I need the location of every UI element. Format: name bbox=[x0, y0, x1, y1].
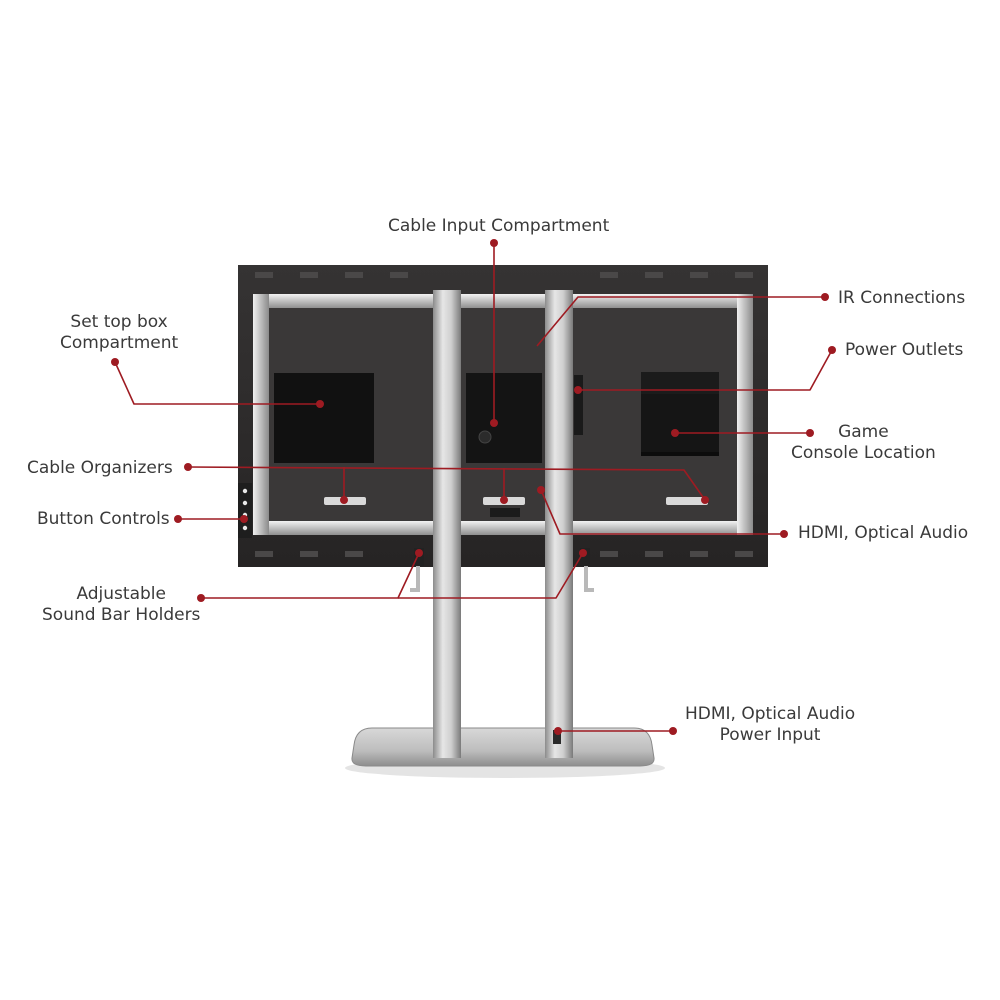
label-line: Console Location bbox=[791, 443, 936, 463]
dot-cable-organizer-left bbox=[340, 496, 348, 504]
cable-organizer-clip bbox=[666, 497, 708, 505]
frame-right-rail bbox=[737, 294, 753, 535]
sound-bar-holder-right-clamp bbox=[580, 548, 590, 566]
button-controls-strip bbox=[238, 483, 252, 538]
dot-power-outlets bbox=[574, 386, 582, 394]
dot-button-controls-label bbox=[174, 515, 182, 523]
dot-set-top-box bbox=[316, 400, 324, 408]
label-line: Game bbox=[838, 422, 889, 442]
dot-hdmi-optical-label bbox=[780, 530, 788, 538]
frame-bottom-rail bbox=[253, 521, 753, 535]
label-line: Adjustable bbox=[76, 584, 166, 604]
dot-cable-organizers-label bbox=[184, 463, 192, 471]
label-line: Set top box bbox=[70, 312, 168, 332]
label-line: Compartment bbox=[60, 333, 179, 353]
dot-cable-input-top bbox=[490, 239, 498, 247]
label-cable-organizers: Cable Organizers bbox=[27, 458, 173, 479]
cable-input-port bbox=[478, 430, 492, 444]
leader-hdmi-optical bbox=[540, 489, 784, 535]
panel-vent-slots bbox=[255, 272, 753, 557]
dot-button-controls bbox=[240, 515, 248, 523]
dot-game-console bbox=[671, 429, 679, 437]
dot-cable-organizer-mid bbox=[500, 496, 508, 504]
label-line: Cable Input Compartment bbox=[388, 216, 610, 236]
leader-ir-connections bbox=[536, 296, 825, 347]
label-button-controls: Button Controls bbox=[37, 509, 170, 530]
leader-power-outlets bbox=[578, 349, 833, 391]
dot-cable-organizer-right bbox=[701, 496, 709, 504]
label-line: Power Input bbox=[719, 725, 821, 745]
right-pole bbox=[545, 290, 573, 758]
base-plate bbox=[351, 727, 655, 767]
cable-input-compartment bbox=[466, 373, 542, 463]
hdmi-power-input-port bbox=[553, 730, 561, 744]
label-line: Cable Organizers bbox=[27, 458, 173, 478]
label-cable-input-compartment: Cable Input Compartment bbox=[388, 216, 609, 237]
left-pole bbox=[433, 290, 461, 758]
dot-game-console-label bbox=[806, 429, 814, 437]
frame-top-rail bbox=[253, 294, 753, 308]
label-ir-connections: IR Connections bbox=[838, 288, 965, 309]
dot-sound-bar-label bbox=[197, 594, 205, 602]
dot-hdmi-power-label bbox=[669, 727, 677, 735]
label-line: Sound Bar Holders bbox=[42, 605, 201, 625]
game-console-shelf bbox=[641, 372, 719, 456]
set-top-box-compartment bbox=[274, 373, 374, 463]
label-set-top-box-compartment: Set top box Compartment bbox=[60, 312, 178, 354]
dot-hdmi-optical bbox=[537, 486, 545, 494]
label-hdmi-optical-audio: HDMI, Optical Audio bbox=[798, 523, 968, 544]
label-line: HDMI, Optical Audio bbox=[685, 704, 856, 724]
hdmi-port-block bbox=[490, 508, 520, 517]
dot-set-top-box-label bbox=[111, 358, 119, 366]
label-hdmi-optical-audio-power-input: HDMI, Optical Audio Power Input bbox=[685, 704, 855, 746]
dot-sound-bar-left bbox=[415, 549, 423, 557]
label-line: Button Controls bbox=[37, 509, 170, 529]
dot-power-outlets-label bbox=[828, 346, 836, 354]
dot-ir-connections bbox=[821, 293, 829, 301]
dot-cable-input bbox=[490, 419, 498, 427]
frame-left-rail bbox=[253, 294, 269, 535]
callout-leader-lines bbox=[114, 243, 833, 732]
label-line: IR Connections bbox=[838, 288, 966, 308]
dot-sound-bar-right bbox=[579, 549, 587, 557]
dot-hdmi-power bbox=[554, 727, 562, 735]
leader-sound-bar-2 bbox=[398, 552, 584, 599]
leader-set-top-box bbox=[114, 361, 320, 405]
power-outlet-strip bbox=[574, 375, 583, 435]
label-adjustable-sound-bar-holders: Adjustable Sound Bar Holders bbox=[42, 584, 200, 626]
label-line: HDMI, Optical Audio bbox=[798, 523, 969, 543]
label-power-outlets: Power Outlets bbox=[845, 340, 963, 361]
callout-dots bbox=[111, 239, 836, 735]
leader-cable-organizers bbox=[187, 466, 706, 501]
label-line: Power Outlets bbox=[845, 340, 964, 360]
label-game-console-location: Game Console Location bbox=[791, 422, 936, 464]
